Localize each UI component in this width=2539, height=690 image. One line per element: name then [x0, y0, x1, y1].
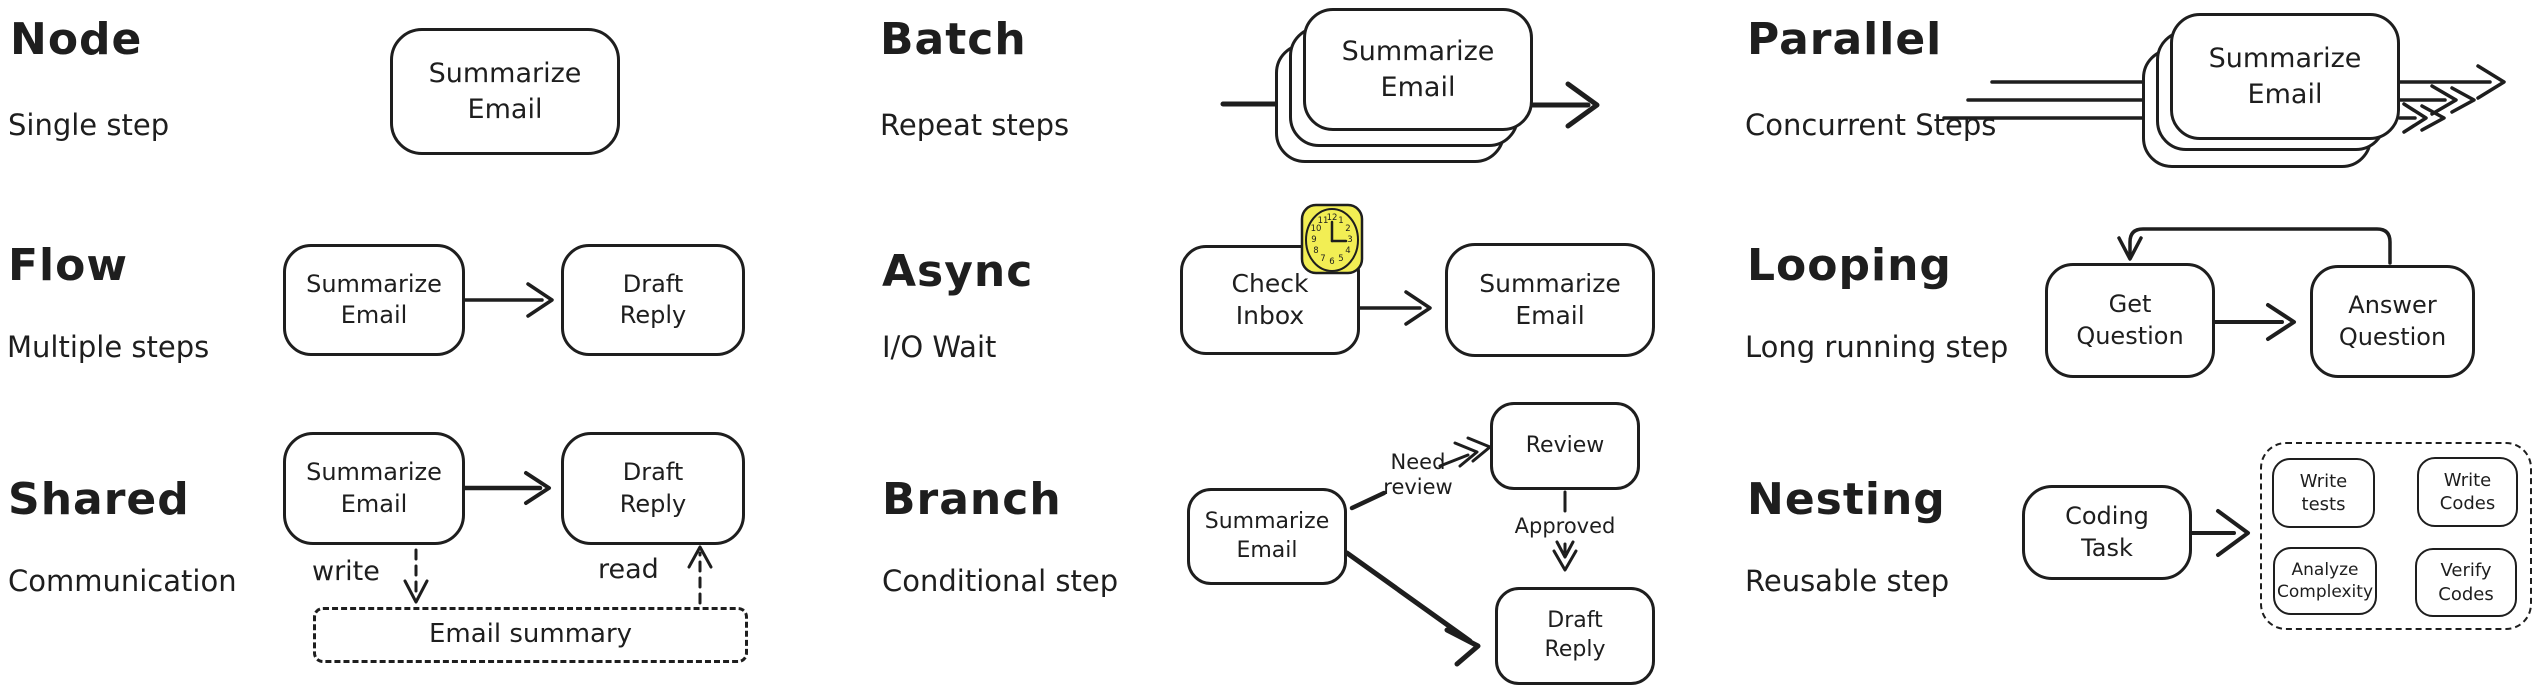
svg-text:2: 2: [1345, 224, 1350, 234]
nesting-box-write-tests: Write tests: [2272, 458, 2375, 528]
svg-text:11: 11: [1318, 216, 1329, 226]
node-title: Node: [10, 14, 143, 65]
branch-box-summarize-email: Summarize Email: [1187, 488, 1347, 585]
clock-icon: 1 2 3 4 5 6 7 8 9 10 11 12: [1300, 203, 1364, 275]
shared-arrows: [403, 471, 713, 605]
nesting-box-coding-task: Coding Task: [2022, 485, 2192, 580]
async-title: Async: [882, 246, 1034, 297]
parallel-box-summarize-email: Summarize Email: [2170, 13, 2400, 140]
clock-hands: [1330, 220, 1348, 243]
branch-subtitle: Conditional step: [882, 564, 1119, 598]
flow-box-summarize-email: Summarize Email: [283, 244, 465, 356]
svg-text:10: 10: [1311, 224, 1322, 234]
svg-text:9: 9: [1311, 235, 1316, 245]
shared-box-draft-reply: Draft Reply: [561, 432, 745, 545]
async-arrow: [1358, 290, 1432, 326]
svg-text:4: 4: [1345, 246, 1350, 256]
flow-title: Flow: [8, 240, 129, 291]
shared-write-label: write: [312, 556, 380, 587]
branch-box-draft-reply: Draft Reply: [1495, 587, 1655, 685]
branch-need-review-label: Need review: [1383, 450, 1453, 500]
svg-text:12: 12: [1327, 213, 1338, 223]
svg-text:1: 1: [1338, 216, 1343, 226]
looping-box-answer-question: Answer Question: [2310, 265, 2475, 378]
svg-text:8: 8: [1313, 246, 1318, 256]
looping-arrows: [2117, 227, 2392, 341]
parallel-title: Parallel: [1747, 14, 1943, 65]
svg-text:5: 5: [1338, 254, 1343, 264]
branch-approved-label: Approved: [1514, 514, 1616, 538]
parallel-arrows: [1942, 64, 2506, 134]
clock-numbers: 1 2 3 4 5 6 7 8 9 10 11 12: [1311, 213, 1353, 267]
nesting-box-write-codes: Write Codes: [2417, 457, 2518, 527]
node-subtitle: Single step: [8, 108, 170, 142]
looping-box-get-question: Get Question: [2045, 263, 2215, 378]
nesting-box-verify-codes: Verify Codes: [2415, 548, 2517, 617]
parallel-subtitle: Concurrent Steps: [1745, 108, 1997, 142]
batch-title: Batch: [880, 14, 1027, 65]
nesting-title: Nesting: [1747, 474, 1946, 525]
shared-subtitle: Communication: [8, 564, 237, 598]
async-box-summarize-email: Summarize Email: [1445, 243, 1655, 357]
nesting-subtitle: Reusable step: [1745, 564, 1950, 598]
svg-text:7: 7: [1320, 254, 1325, 264]
batch-subtitle: Repeat steps: [880, 108, 1070, 142]
branch-box-review: Review: [1490, 402, 1640, 490]
shared-title: Shared: [8, 474, 190, 525]
flow-subtitle: Multiple steps: [7, 330, 210, 364]
branch-title: Branch: [882, 474, 1062, 525]
looping-subtitle: Long running step: [1745, 330, 2009, 364]
looping-title: Looping: [1747, 240, 1952, 291]
shared-read-label: read: [598, 554, 659, 585]
shared-box-summarize-email: Summarize Email: [283, 432, 465, 545]
svg-text:3: 3: [1347, 235, 1352, 245]
nesting-box-analyze-complexity: Analyze Complexity: [2273, 547, 2377, 615]
flow-box-draft-reply: Draft Reply: [561, 244, 745, 356]
async-subtitle: I/O Wait: [882, 330, 997, 364]
shared-box-email-summary: Email summary: [313, 607, 748, 663]
node-box-summarize-email: Summarize Email: [390, 28, 620, 155]
svg-text:6: 6: [1329, 257, 1334, 267]
flow-arrow: [463, 282, 554, 318]
batch-box-summarize-email: Summarize Email: [1303, 8, 1533, 131]
